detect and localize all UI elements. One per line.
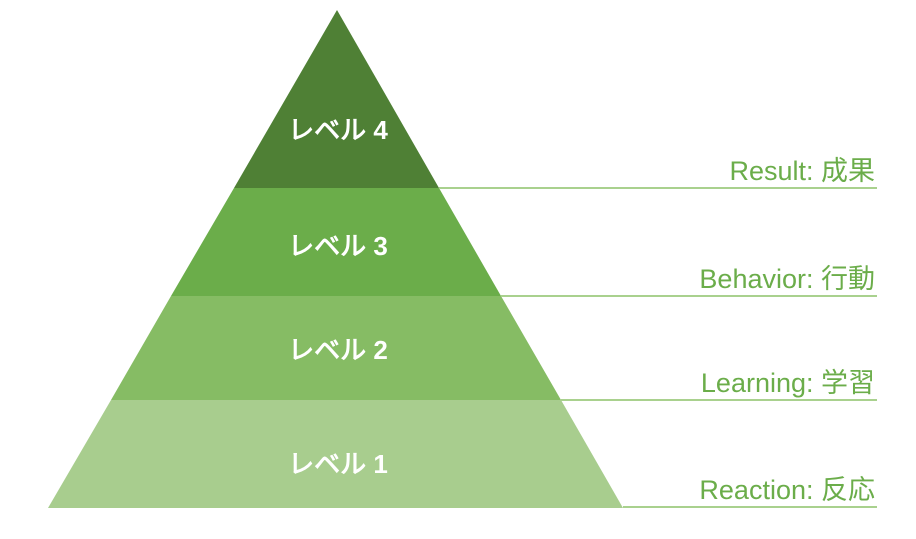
pyramid-level-4-segment: [234, 10, 439, 188]
pyramid-level-3-segment: [171, 188, 501, 296]
level-3-label: レベル 3: [288, 231, 388, 261]
level-1-annotation: Reaction: 反応: [699, 475, 875, 505]
level-4-annotation: Result: 成果: [729, 156, 875, 186]
pyramid-level-1-segment: [48, 400, 623, 508]
level-4-label: レベル 4: [288, 115, 388, 145]
level-1-label: レベル 1: [288, 449, 388, 479]
pyramid-level-2-segment: [111, 296, 561, 400]
level-3-annotation: Behavior: 行動: [699, 264, 875, 294]
level-2-annotation: Learning: 学習: [701, 368, 875, 398]
level-2-label: レベル 2: [288, 335, 388, 365]
